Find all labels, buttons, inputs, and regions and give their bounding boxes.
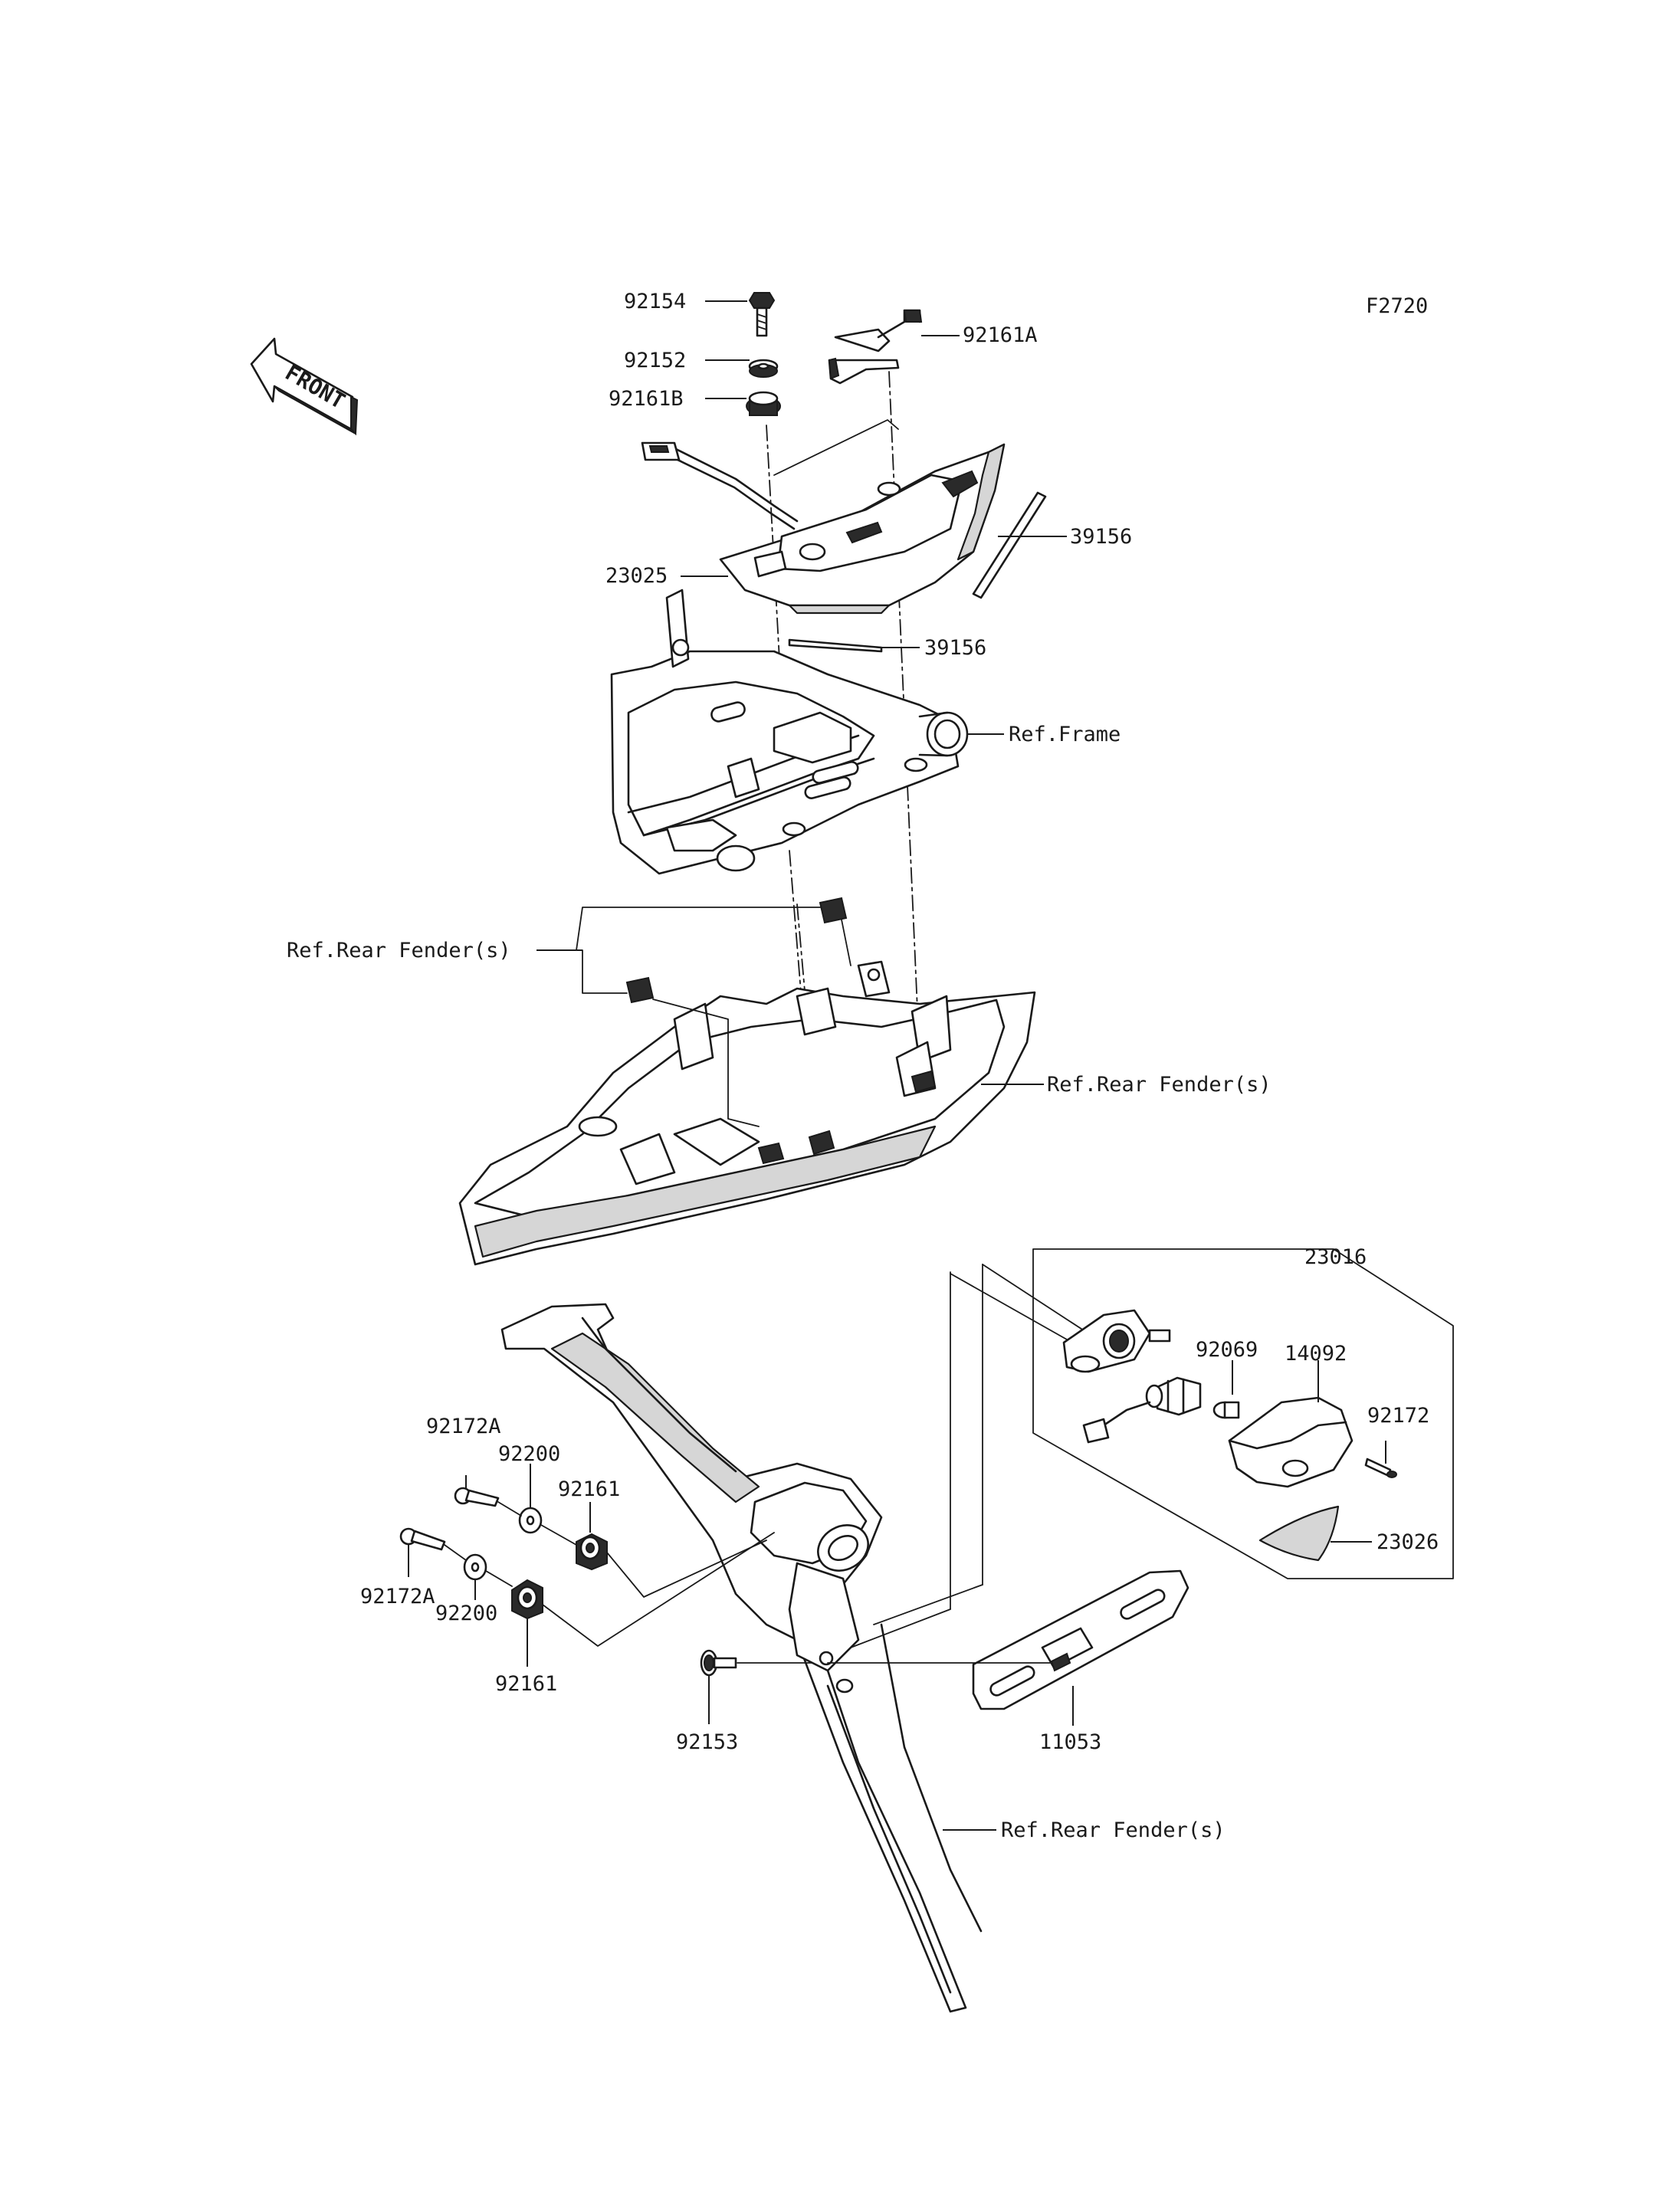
callout-92200-upper: 92200 xyxy=(498,1442,560,1466)
callout-92154: 92154 xyxy=(624,290,686,313)
license-bracket xyxy=(500,1303,983,2013)
grommet-92161-upper xyxy=(576,1533,608,1571)
grommet-92161-lower xyxy=(511,1579,543,1620)
callout-14092: 14092 xyxy=(1285,1342,1347,1366)
callout-92172a-upper: 92172A xyxy=(426,1415,501,1438)
callout-92172a-lower: 92172A xyxy=(360,1585,435,1608)
ref-fender-bracket xyxy=(576,907,821,951)
screw-92153 xyxy=(700,1649,737,1677)
callout-ref-frame: Ref.Frame xyxy=(1009,723,1121,746)
bolt-92154 xyxy=(748,292,776,337)
callout-23025: 23025 xyxy=(605,564,668,588)
callout-92152: 92152 xyxy=(624,349,686,372)
callout-39156-upper: 39156 xyxy=(1070,525,1132,549)
callout-11053: 11053 xyxy=(1039,1730,1101,1754)
callout-92161-upper: 92161 xyxy=(558,1477,620,1501)
callout-23026: 23026 xyxy=(1376,1530,1439,1554)
washer-92152 xyxy=(748,359,779,378)
callout-92161a: 92161A xyxy=(963,323,1038,347)
callout-92161-lower: 92161 xyxy=(495,1672,557,1696)
figure-code: F2720 xyxy=(1366,294,1428,318)
grommet-92161b xyxy=(746,391,781,416)
bolt-92172a-upper xyxy=(454,1487,500,1507)
callout-92172: 92172 xyxy=(1367,1404,1429,1428)
callout-92153: 92153 xyxy=(676,1730,738,1754)
callout-labels: 92154 92161A 92152 92161B 39156 23025 39… xyxy=(287,290,1439,1842)
callout-92200-lower: 92200 xyxy=(435,1602,497,1625)
front-arrow-icon: FRONT xyxy=(250,337,359,436)
bolt-92172a-lower xyxy=(399,1527,446,1551)
strip-39156-lower xyxy=(788,638,883,653)
reflector-23026 xyxy=(1258,1505,1340,1562)
frame-subassembly xyxy=(610,589,969,875)
washer-92200-upper xyxy=(518,1507,543,1534)
strip-39156-upper xyxy=(972,491,1047,599)
callout-ref-rear-fender-left: Ref.Rear Fender(s) xyxy=(287,939,511,962)
license-light-23016 xyxy=(850,1248,1454,1648)
callout-39156-lower: 39156 xyxy=(924,636,986,660)
washer-92200-lower xyxy=(463,1553,487,1581)
damper-92161a xyxy=(828,309,923,385)
rear-fender xyxy=(458,897,1036,1266)
callout-ref-rear-fender-right: Ref.Rear Fender(s) xyxy=(1047,1073,1271,1097)
tail-light-23025 xyxy=(641,419,1006,615)
callout-92161b: 92161B xyxy=(609,387,684,411)
ref-fender-bracket-low xyxy=(582,949,628,994)
plate-holder-11053 xyxy=(972,1569,1189,1710)
callout-23016: 23016 xyxy=(1304,1245,1367,1269)
callout-92069: 92069 xyxy=(1196,1338,1258,1362)
callout-ref-rear-fender-bottom: Ref.Rear Fender(s) xyxy=(1001,1818,1226,1842)
